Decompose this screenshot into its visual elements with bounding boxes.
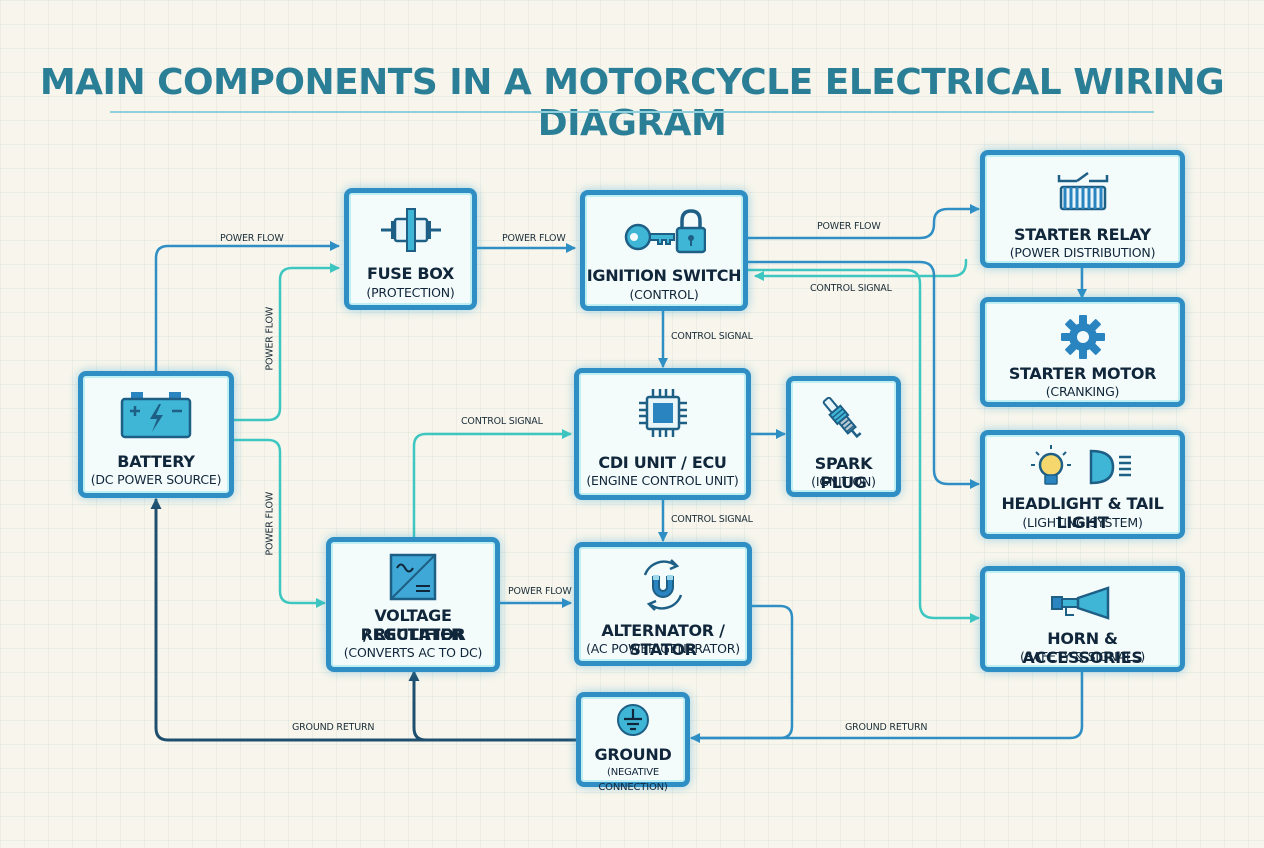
label-battery-regulator: POWER FLOW xyxy=(264,491,276,556)
battery-sub: (DC POWER SOURCE) xyxy=(90,472,222,487)
voltage-regulator-box: VOLTAGE REGULATOR / RECTIFIER (CONVERTS … xyxy=(326,537,500,672)
ignition-switch-name: IGNITION SWITCH xyxy=(586,266,742,285)
diagram-title: MAIN COMPONENTS IN A MOTORCYCLE ELECTRIC… xyxy=(39,62,1225,144)
battery-icon xyxy=(120,392,192,439)
ac-dc-converter-icon xyxy=(389,553,437,601)
label-regulator-cdi: CONTROL SIGNAL xyxy=(461,416,543,427)
label-fuse-ignition: POWER FLOW xyxy=(502,233,566,244)
wire-ground-to-battery xyxy=(150,498,578,742)
label-ground-battery: GROUND RETURN xyxy=(292,722,375,733)
fuse-icon xyxy=(380,208,441,252)
label-battery-fuse-top: POWER FLOW xyxy=(220,233,284,244)
wire-battery-to-fuse-side xyxy=(232,263,340,422)
headlight-name: HEADLIGHT & TAIL LIGHT xyxy=(1001,494,1164,532)
starter-relay-sub: (POWER DISTRIBUTION) xyxy=(1009,245,1156,260)
spark-plug-box: SPARK PLUG (IGNITION) xyxy=(786,376,901,497)
ground-box: GROUND (NEGATIVE CONNECTION) xyxy=(576,692,690,793)
voltage-regulator-name-line1: VOLTAGE REGULATOR xyxy=(360,606,466,644)
cdi-unit-name: CDI UNIT / ECU xyxy=(598,453,727,472)
wire-ground-to-regulator xyxy=(408,670,428,742)
wire-control-to-ignition xyxy=(754,258,968,281)
starter-motor-sub: (CRANKING) xyxy=(1045,384,1120,399)
alternator-sub: (AC POWER GENERATOR) xyxy=(586,641,740,656)
label-horn-ground: GROUND RETURN xyxy=(845,722,928,733)
label-ignition-cdi: CONTROL SIGNAL xyxy=(671,331,753,342)
alternator-name: ALTERNATOR / STATOR xyxy=(601,621,725,659)
ground-name: GROUND xyxy=(594,745,672,764)
alternator-box: ALTERNATOR / STATOR (AC POWER GENERATOR) xyxy=(574,542,752,666)
starter-relay-name: STARTER RELAY xyxy=(1014,225,1151,244)
battery-name: BATTERY xyxy=(117,452,195,471)
fuse-box-box: FUSE BOX (PROTECTION) xyxy=(344,188,477,310)
horn-icon xyxy=(1050,586,1109,620)
horn-box: HORN & ACCESSORIES (SAFETY & SIGNALS) xyxy=(980,566,1185,672)
headlight-sub: (LIGHTING SYSTEM) xyxy=(1022,515,1143,530)
label-regulator-alternator: POWER FLOW xyxy=(508,586,572,597)
label-battery-fuse-side: POWER FLOW xyxy=(264,306,276,371)
wire-ignition-to-horn xyxy=(746,268,980,623)
bulb-headlight-icon xyxy=(1030,445,1131,485)
magnet-rotation-icon xyxy=(643,559,683,611)
horn-sub: (SAFETY & SIGNALS) xyxy=(1019,649,1146,664)
ground-sub: (NEGATIVE CONNECTION) xyxy=(598,767,668,793)
relay-coil-icon xyxy=(1057,171,1108,211)
cdi-unit-box: CDI UNIT / ECU (ENGINE CONTROL UNIT) xyxy=(574,368,751,500)
label-cdi-alternator: CONTROL SIGNAL xyxy=(671,514,753,525)
label-ignition-relay: POWER FLOW xyxy=(817,221,881,232)
spark-plug-name: SPARK PLUG xyxy=(814,454,873,492)
ground-symbol-icon xyxy=(617,704,649,736)
fuse-box-name: FUSE BOX xyxy=(366,264,455,283)
wire-battery-to-fuse-top xyxy=(154,241,340,375)
horn-name: HORN & ACCESSORIES xyxy=(1022,629,1143,667)
cdi-unit-sub: (ENGINE CONTROL UNIT) xyxy=(586,473,739,488)
wire-ignition-to-relay xyxy=(746,204,980,240)
spark-plug-sub: (IGNITION) xyxy=(811,474,876,489)
headlight-box: HEADLIGHT & TAIL LIGHT (LIGHTING SYSTEM) xyxy=(980,430,1185,539)
wire-ignition-to-headlight xyxy=(746,260,980,489)
starter-relay-box: STARTER RELAY (POWER DISTRIBUTION) xyxy=(980,150,1185,268)
ignition-switch-sub: (CONTROL) xyxy=(629,287,699,302)
chip-icon xyxy=(638,389,687,437)
voltage-regulator-sub: (CONVERTS AC TO DC) xyxy=(343,645,483,660)
battery-box: BATTERY (DC POWER SOURCE) xyxy=(78,371,234,498)
fuse-box-sub: (PROTECTION) xyxy=(366,285,455,300)
ignition-switch-box: IGNITION SWITCH (CONTROL) xyxy=(580,190,748,311)
voltage-regulator-name-line2: / RECTIFIER xyxy=(362,625,464,644)
label-relay-ignition: CONTROL SIGNAL xyxy=(810,283,892,294)
gear-icon xyxy=(1060,315,1105,359)
title-underline xyxy=(110,111,1154,113)
starter-motor-box: STARTER MOTOR (CRANKING) xyxy=(980,297,1185,407)
wire-battery-to-regulator xyxy=(232,438,326,608)
starter-motor-name: STARTER MOTOR xyxy=(1008,364,1157,383)
wire-horn-to-ground xyxy=(690,670,1084,743)
spark-plug-icon xyxy=(822,397,861,439)
key-lock-icon xyxy=(624,209,706,254)
wire-regulator-to-cdi xyxy=(412,429,572,539)
